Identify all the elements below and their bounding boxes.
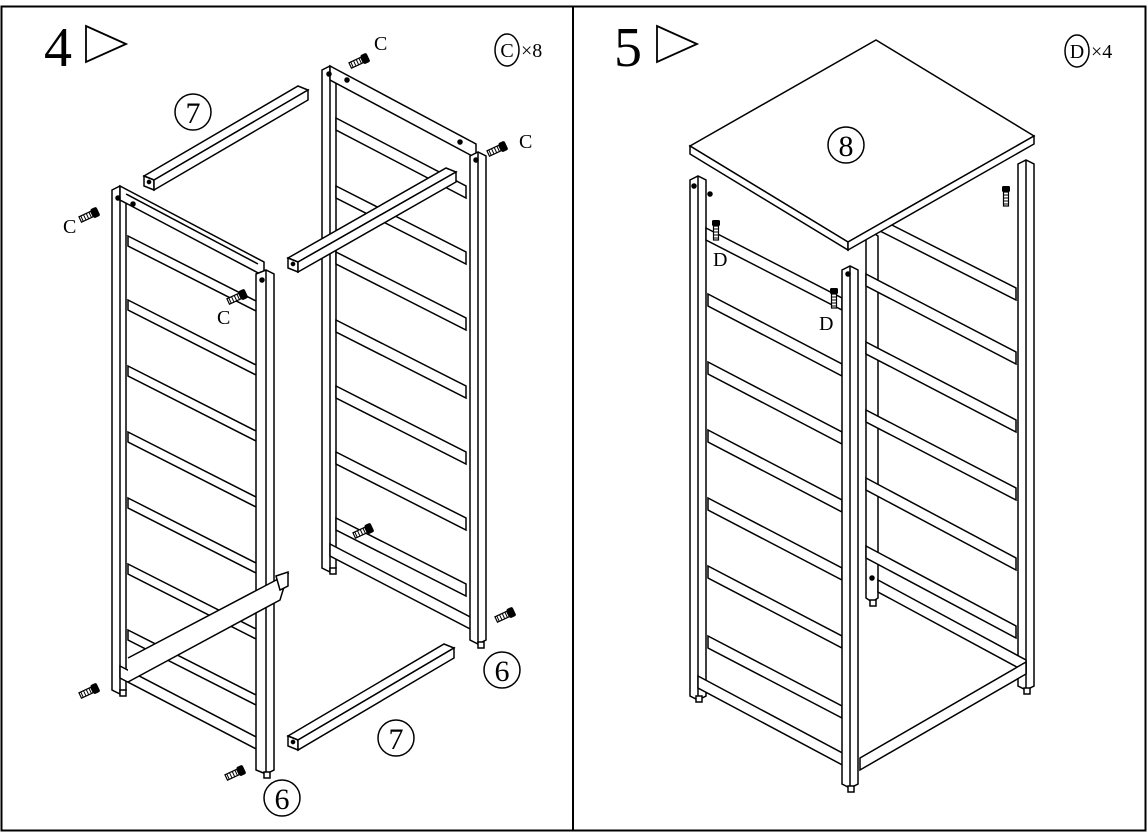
part-number-6: 6 [483, 651, 521, 689]
left-side-frame [111, 184, 290, 779]
step-5-panel: 5 D ×4 [614, 17, 1112, 793]
screw-c-icon [77, 205, 102, 225]
svg-text:6: 6 [495, 655, 510, 688]
screw-c-icon [485, 139, 510, 159]
svg-text:6: 6 [275, 783, 290, 816]
bolt-d-icon [829, 287, 839, 309]
part-number-8: 8 [827, 126, 865, 164]
label-c: C [374, 33, 387, 55]
step-4-hardware-count: C ×8 [494, 33, 542, 67]
label-c: C [217, 307, 230, 329]
screw-c-icon [493, 605, 518, 625]
step-4-panel: 4 C ×8 [44, 17, 542, 817]
svg-text:8: 8 [839, 130, 854, 163]
screw-c-icon [77, 681, 102, 701]
svg-text:7: 7 [186, 97, 201, 130]
rail-top-left [142, 85, 310, 192]
label-c: C [519, 131, 532, 153]
label-d: D [713, 249, 727, 271]
part-number-7: 7 [174, 93, 212, 131]
step-5-number: 5 [614, 17, 642, 79]
svg-text:7: 7 [389, 723, 404, 756]
rail-top-right [286, 167, 458, 274]
label-c: C [63, 216, 76, 238]
bolt-d-icon [1001, 185, 1011, 207]
step-5-hardware-count: D ×4 [1064, 34, 1112, 68]
assembled-frame [689, 159, 1035, 793]
rail-bottom [286, 643, 456, 752]
hardware-quantity: ×4 [1091, 41, 1112, 63]
hardware-quantity: ×8 [521, 40, 542, 62]
part-number-7: 7 [377, 719, 415, 757]
bolt-d-icon [711, 219, 721, 241]
step-5-arrow-icon [656, 24, 700, 64]
step-4-number: 4 [44, 17, 72, 79]
step-4-arrow-icon [85, 24, 129, 64]
part-number-6: 6 [263, 779, 301, 817]
hardware-code-c: C [500, 40, 513, 62]
label-d: D [819, 313, 833, 335]
top-panel [688, 39, 1036, 252]
screw-c-icon [347, 51, 372, 71]
right-side-frame [321, 64, 487, 649]
hardware-code-d: D [1070, 41, 1084, 63]
screw-c-icon [223, 763, 248, 783]
